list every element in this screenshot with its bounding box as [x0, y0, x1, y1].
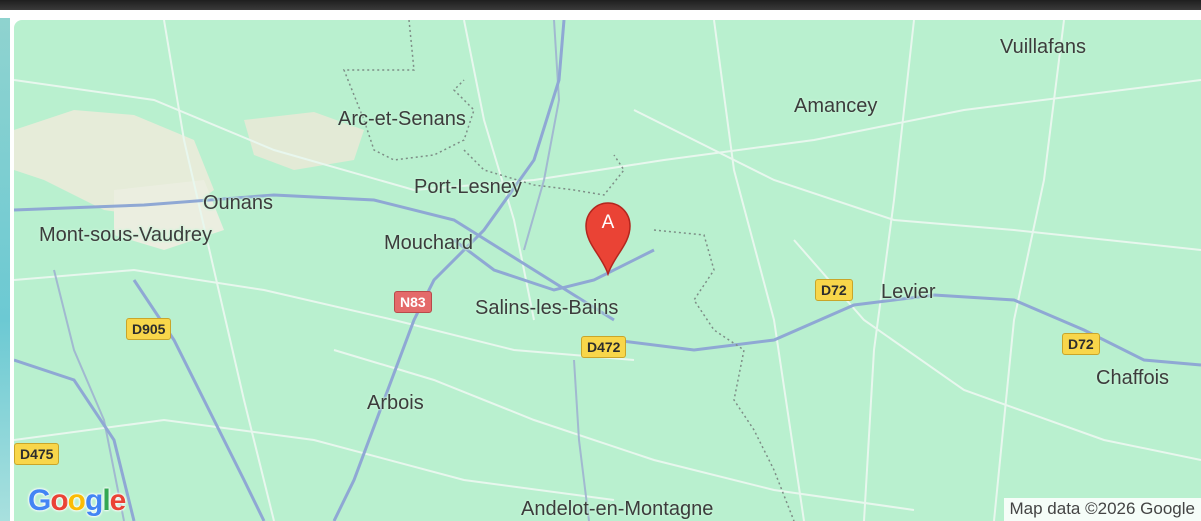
- place-label: Vuillafans: [1000, 36, 1086, 58]
- minor-roads: [14, 20, 1201, 521]
- marker-label: A: [601, 212, 615, 233]
- place-label: Amancey: [794, 95, 878, 117]
- map-view[interactable]: Vuillafans Amancey Arc-et-Senans Port-Le…: [14, 20, 1201, 521]
- map-pin-icon: [585, 202, 631, 277]
- place-label: Salins-les-Bains: [475, 297, 619, 319]
- place-label: Mont-sous-Vaudrey: [39, 224, 213, 246]
- road-shield-n83: N83: [394, 291, 432, 313]
- rivers: [53, 20, 590, 521]
- window-top-strip: [0, 0, 1201, 18]
- google-logo[interactable]: Google: [28, 484, 126, 517]
- administrative-boundaries: [342, 20, 795, 521]
- place-label: Ounans: [203, 192, 274, 214]
- road-shield-d72: D72: [1062, 333, 1100, 355]
- adjacent-map-sliver: [0, 18, 10, 521]
- open-area: [244, 112, 364, 170]
- place-label: Port-Lesney: [414, 176, 522, 198]
- road-shield-d905: D905: [126, 318, 172, 340]
- map-attribution: Map data ©2026 Google: [1003, 498, 1201, 521]
- place-label: Chaffois: [1096, 367, 1170, 389]
- place-label: Arbois: [367, 392, 424, 414]
- road-shield-d72: D72: [815, 279, 853, 301]
- place-label: Mouchard: [384, 232, 473, 254]
- road-shield-d472: D472: [581, 336, 627, 358]
- place-label: Arc-et-Senans: [338, 108, 466, 130]
- location-marker[interactable]: A: [582, 200, 634, 277]
- place-label: Andelot-en-Montagne: [521, 498, 714, 520]
- map-base-layer: [14, 20, 1201, 521]
- road-shield-d475: D475: [14, 443, 60, 465]
- place-label: Levier: [881, 281, 936, 303]
